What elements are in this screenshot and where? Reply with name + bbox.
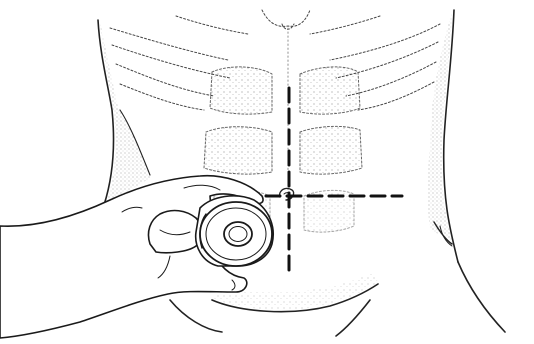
- navel-icon: [280, 188, 294, 200]
- tape-roll-icon: [196, 196, 274, 266]
- rib-shading-icon: [110, 10, 440, 110]
